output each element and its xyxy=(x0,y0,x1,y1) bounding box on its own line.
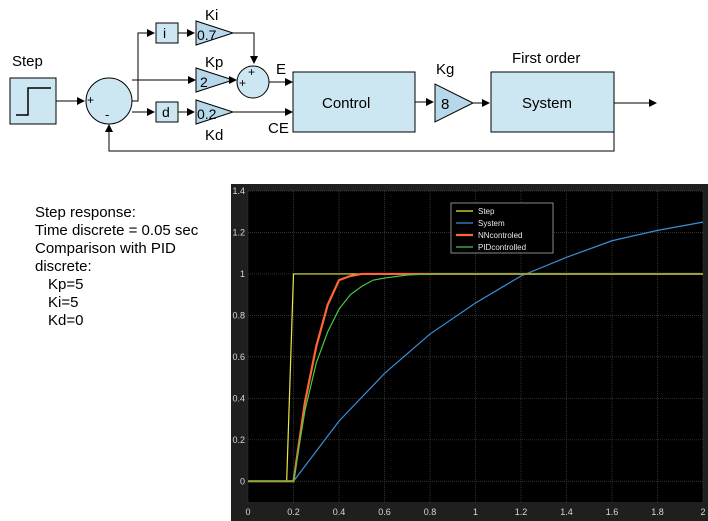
derivative-label: d xyxy=(162,104,170,120)
x-tick-label: 2 xyxy=(700,507,705,517)
wire-to-integrator xyxy=(132,29,155,102)
sum2-plus-top: + xyxy=(248,65,255,79)
description-kp: Kp=5 xyxy=(48,276,84,293)
description-block: Step response: Time discrete = 0.05 sec … xyxy=(35,204,198,330)
scope-window: 0 0.2 0.4 0.6 0.8 1 1.2 1.4 1.6 1.8 2 0 0.2 0.4 0.6 0.8… xyxy=(231,184,708,521)
control-label: Control xyxy=(322,95,370,112)
y-tick-label: 0.8 xyxy=(232,310,245,320)
x-tick-label: 1 xyxy=(473,507,478,517)
x-tick-label: 0.2 xyxy=(287,507,300,517)
x-tick-label: 0.4 xyxy=(333,507,346,517)
legend-label-system: System xyxy=(478,219,505,228)
ki-label: Ki xyxy=(205,7,218,24)
y-tick-label: 0 xyxy=(240,476,245,486)
ce-label: CE xyxy=(268,120,289,137)
sum1-plus-sign: + xyxy=(87,93,94,107)
x-tick-label: 0.6 xyxy=(378,507,391,517)
system-block xyxy=(490,71,615,133)
kd-gain-block xyxy=(195,99,235,125)
description-line-3: Comparison with PID xyxy=(35,240,176,257)
kp-value: 2 xyxy=(200,74,208,90)
y-tick-label: 1.2 xyxy=(232,227,245,237)
description-line-2: Time discrete = 0.05 sec xyxy=(35,222,199,239)
kd-label: Kd xyxy=(205,127,223,144)
description-line-4: discrete: xyxy=(35,258,92,275)
step-icon xyxy=(16,87,51,116)
ki-gain-block xyxy=(195,20,235,46)
x-tick-label: 1.4 xyxy=(560,507,573,517)
y-tick-label: 0.4 xyxy=(232,393,245,403)
y-tick-label: 0.6 xyxy=(232,352,245,362)
step-response-chart: 0 0.2 0.4 0.6 0.8 1 1.2 1.4 1.6 1.8 2 0 0.2 0.4 0.6 0.8… xyxy=(232,186,705,517)
kd-value: 0.2 xyxy=(197,106,217,122)
description-kd: Kd=0 xyxy=(48,312,84,329)
block-diagram: Step + - i d Ki 0.7 Kp 2 0.2 Kd + + E CE… xyxy=(9,7,657,152)
kp-label: Kp xyxy=(205,54,223,71)
step-block xyxy=(9,77,57,125)
system-label: System xyxy=(522,95,572,112)
kg-value: 8 xyxy=(441,96,449,113)
description-ki: Ki=5 xyxy=(48,294,79,311)
ki-value: 0.7 xyxy=(197,27,217,43)
wire-feedback xyxy=(105,103,615,152)
x-tick-label: 0 xyxy=(245,507,250,517)
legend-label-pidcontrolled: PIDcontrolled xyxy=(478,243,526,252)
series-line-system xyxy=(293,221,704,482)
x-tick-label: 1.6 xyxy=(606,507,619,517)
y-tick-label: 1 xyxy=(240,269,245,279)
description-line-1: Step response: xyxy=(35,204,136,221)
legend-label-step: Step xyxy=(478,207,495,216)
series-line-pidcontrolled xyxy=(248,273,703,482)
x-tick-label: 1.8 xyxy=(651,507,664,517)
y-tick-label: 1.4 xyxy=(232,186,245,196)
wire-ki-sum xyxy=(233,32,258,64)
sum2-plus-left: + xyxy=(239,76,246,90)
y-tick-label: 0.2 xyxy=(232,435,245,445)
kp-gain-block xyxy=(195,67,235,93)
x-tick-label: 0.8 xyxy=(424,507,437,517)
system-title: First order xyxy=(512,50,580,67)
e-label: E xyxy=(276,61,286,78)
step-label: Step xyxy=(12,53,43,70)
kg-label: Kg xyxy=(436,61,454,78)
integrator-block xyxy=(155,22,179,44)
control-block xyxy=(292,71,416,133)
kg-gain-block xyxy=(434,83,475,123)
x-tick-label: 1.2 xyxy=(515,507,528,517)
integrator-label: i xyxy=(163,25,166,41)
legend-label-nncontroled: NNcontroled xyxy=(478,231,522,240)
sum1-minus-sign: - xyxy=(105,107,109,122)
